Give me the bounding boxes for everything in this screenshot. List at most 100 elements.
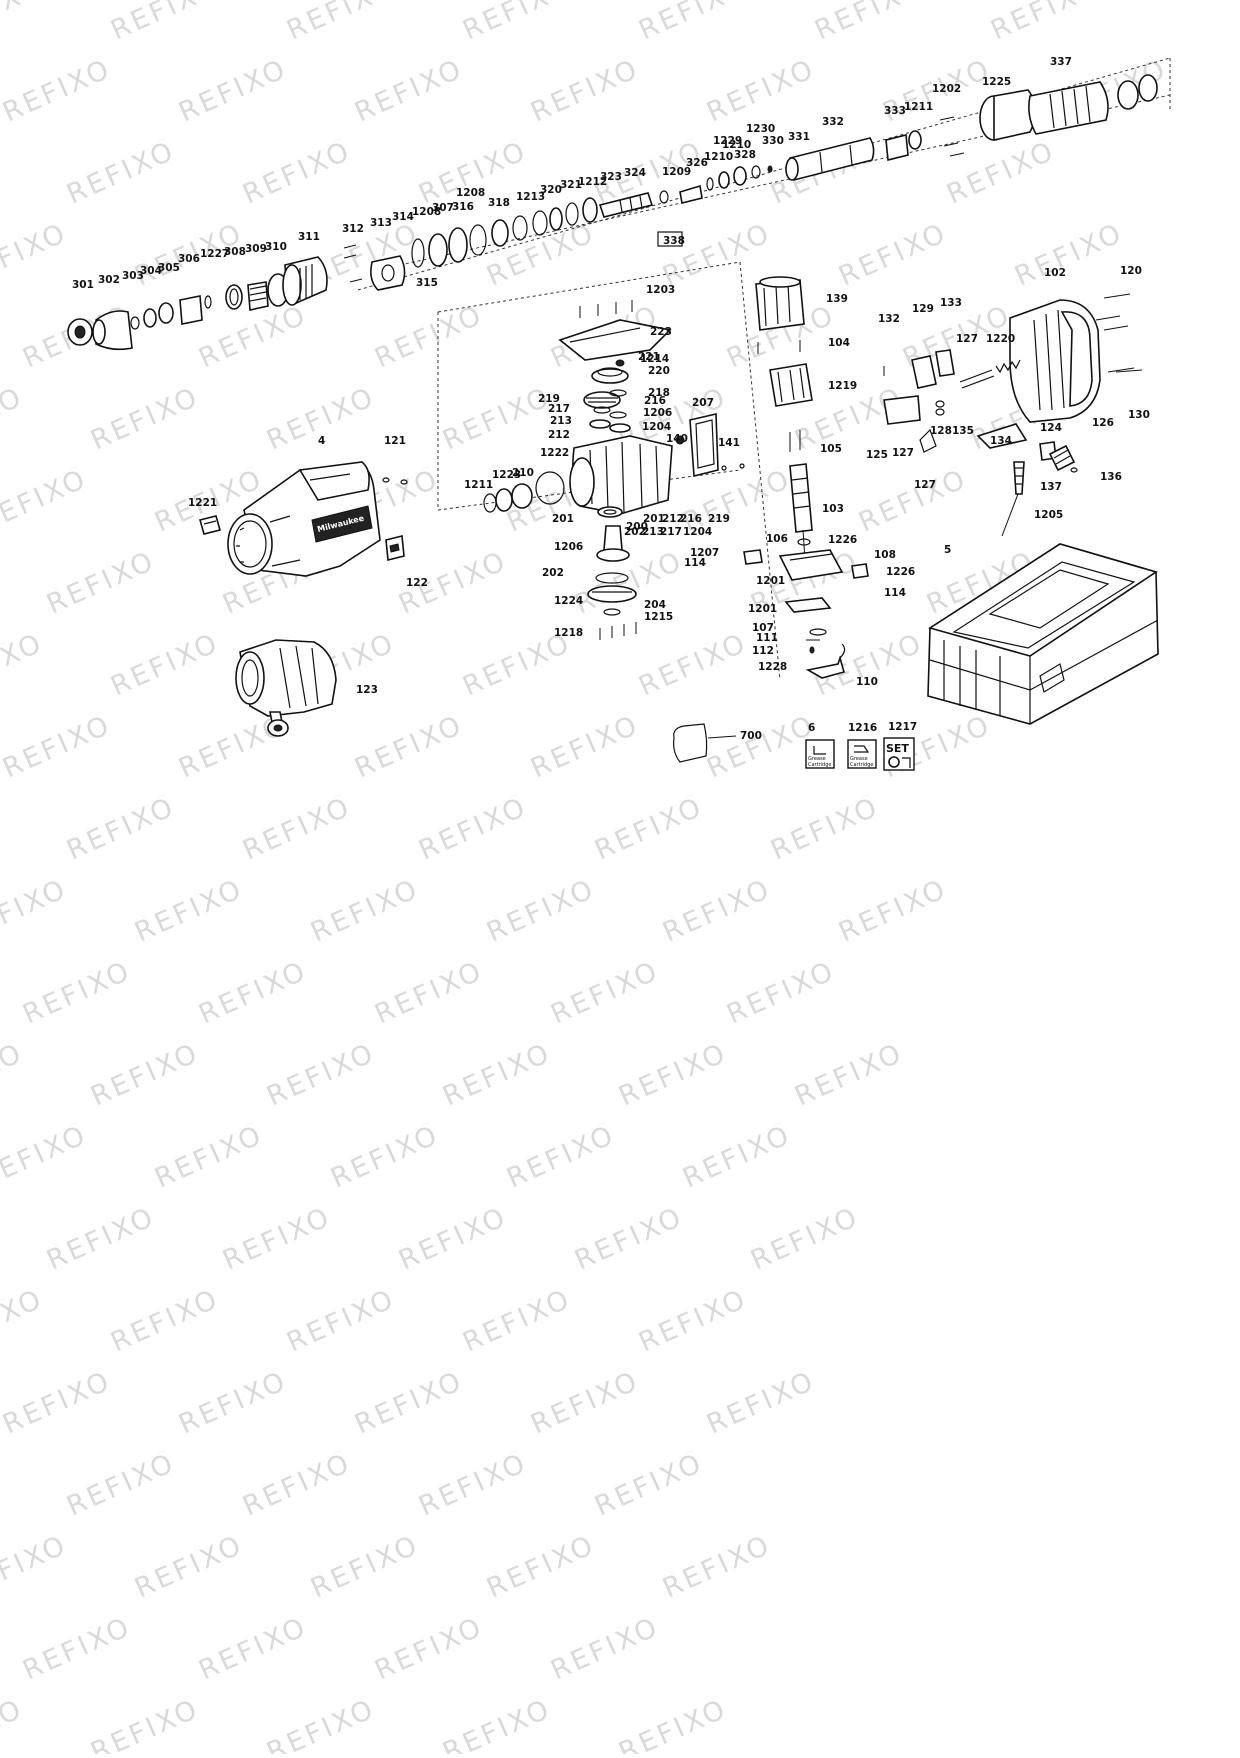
watermark-text: REFIXO (394, 1201, 512, 1276)
callout-216: 216 (644, 395, 666, 407)
watermark-text: REFIXO (370, 299, 488, 374)
callout-122: 122 (406, 577, 428, 589)
callout-128: 128 (930, 425, 952, 437)
callout-220: 220 (648, 365, 670, 377)
watermark-text: REFIXO (746, 1201, 864, 1276)
watermark-text: REFIXO (458, 0, 576, 46)
callout-1209: 1209 (662, 166, 691, 178)
watermark-text: REFIXO (438, 1693, 556, 1754)
callout-1208: 1208 (456, 187, 485, 199)
callout-106: 106 (766, 533, 788, 545)
part-4-cord (1001, 493, 1019, 537)
callout-1215: 1215 (644, 611, 673, 623)
watermark-text: REFIXO (570, 1201, 688, 1276)
watermark-text: REFIXO (526, 1365, 644, 1440)
callout-127: 127 (914, 479, 936, 491)
callout-315: 315 (416, 277, 438, 289)
callout-108: 108 (874, 549, 896, 561)
callout-1210: 1210 (704, 151, 733, 163)
callout-127: 127 (956, 333, 978, 345)
callout-5: 5 (944, 544, 951, 556)
callout-221: 221 (638, 351, 660, 363)
watermark-text: REFIXO (370, 1611, 488, 1686)
watermark-text: REFIXO (62, 1447, 180, 1522)
watermark-text: REFIXO (834, 873, 952, 948)
part-6-sheet (673, 723, 708, 763)
part-210-oring (535, 471, 565, 505)
watermark-text: REFIXO (42, 545, 160, 620)
callout-132: 132 (878, 313, 900, 325)
watermark-text: REFIXO (282, 1283, 400, 1358)
watermark-text: REFIXO (194, 955, 312, 1030)
callout-1206: 1206 (554, 541, 583, 553)
watermark-text: REFIXO (130, 1529, 248, 1604)
callout-318: 318 (488, 197, 510, 209)
part-106-armature (789, 463, 813, 533)
watermark-text: REFIXO (854, 463, 972, 538)
watermark-text: REFIXO (86, 1037, 204, 1112)
callout-1212: 1212 (578, 176, 607, 188)
part-338-box (657, 231, 683, 247)
callout-1226: 1226 (828, 534, 857, 546)
watermark-text: REFIXO (106, 1283, 224, 1358)
watermark-text: REFIXO (658, 217, 776, 292)
watermark-text: REFIXO (766, 791, 884, 866)
callout-1219: 1219 (828, 380, 857, 392)
gearbox-assembly (437, 261, 781, 681)
watermark-text: REFIXO (678, 1119, 796, 1194)
watermark-text: REFIXO (0, 463, 92, 538)
callout-307: 307 (432, 202, 454, 214)
callout-136: 136 (1100, 471, 1122, 483)
watermark-text: REFIXO (614, 1037, 732, 1112)
watermark-text: REFIXO (306, 873, 424, 948)
watermark-text: REFIXO (702, 1365, 820, 1440)
callout-107: 107 (752, 622, 774, 634)
callout-330: 330 (762, 135, 784, 147)
watermark-text: REFIXO (546, 955, 664, 1030)
callout-1225: 1225 (982, 76, 1011, 88)
callout-1230: 1230 (746, 123, 775, 135)
part-133-switch (911, 355, 937, 389)
callout-219: 219 (538, 393, 560, 405)
part-700-carry-case (927, 543, 1159, 725)
watermark-text: REFIXO (546, 1611, 664, 1686)
part-107-brush-holder (784, 597, 832, 613)
watermark-text: REFIXO (282, 0, 400, 46)
callout-314: 314 (392, 211, 414, 223)
callout-1201: 1201 (748, 603, 777, 615)
watermark-text: REFIXO (482, 873, 600, 948)
callout-127: 127 (892, 447, 914, 459)
callout-321: 321 (560, 179, 582, 191)
watermark-text: REFIXO (810, 627, 928, 702)
watermark-text: REFIXO (414, 1447, 532, 1522)
watermark-text: REFIXO (238, 791, 356, 866)
callout-223: 223 (650, 326, 672, 338)
watermark-text: REFIXO (614, 1693, 732, 1754)
callout-313: 313 (370, 217, 392, 229)
callout-1226: 1226 (886, 566, 915, 578)
callout-207: 207 (692, 397, 714, 409)
callout-202: 202 (542, 567, 564, 579)
callout-328: 328 (734, 149, 756, 161)
callout-332: 332 (822, 116, 844, 128)
watermark-text: REFIXO (262, 1037, 380, 1112)
callout-219: 219 (708, 513, 730, 525)
callout-120: 120 (1120, 265, 1142, 277)
motor-assembly (743, 276, 869, 679)
callout-310: 310 (265, 241, 287, 253)
watermark-text: REFIXO (414, 135, 532, 210)
watermark-text: REFIXO (106, 627, 224, 702)
callout-213: 213 (550, 415, 572, 427)
callout-217: 217 (660, 526, 682, 538)
callout-1220: 1220 (986, 333, 1015, 345)
callout-202: 202 (624, 526, 646, 538)
watermark-text: REFIXO (238, 135, 356, 210)
callout-103: 103 (822, 503, 844, 515)
watermark-text: REFIXO (702, 53, 820, 128)
callout-700: 700 (740, 730, 762, 742)
callout-331: 331 (788, 131, 810, 143)
watermark-text: REFIXO (0, 1447, 4, 1522)
watermark-text: REFIXO (42, 1201, 160, 1276)
callout-6: 6 (808, 722, 815, 734)
watermark-text: REFIXO (0, 627, 48, 702)
